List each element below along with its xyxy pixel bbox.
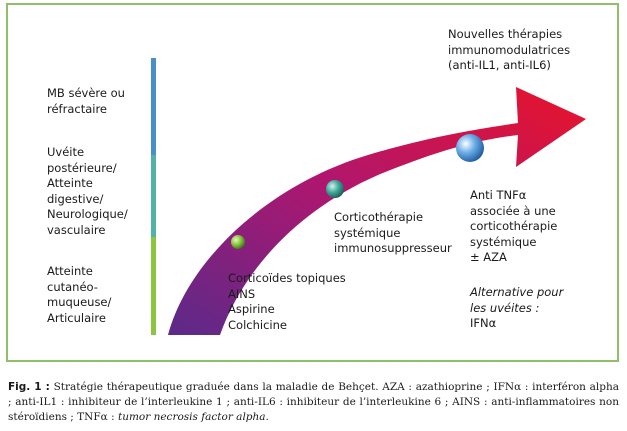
stage2-treatments: Corticothérapie systémique immunosuppres… <box>334 210 452 255</box>
escalation-diagram <box>151 58 586 335</box>
escalation-arrow <box>168 87 586 335</box>
figure-number: Fig. 1 : <box>8 381 50 393</box>
caption-end: . <box>265 411 269 423</box>
severity-label-mucocutaneous: Atteinte cutanéo- muqueuse/ Articulaire <box>47 264 112 325</box>
severity-bar-middle <box>151 155 156 237</box>
stage3-alternative-label: Alternative pour les uvéites : <box>470 285 564 315</box>
severity-label-severe: MB sévère ou réfractaire <box>47 86 125 116</box>
severity-label-uveitis: Uvéite postérieure/ Atteinte digestive/ … <box>47 145 128 237</box>
stage3-marker <box>456 134 484 162</box>
figure-frame: MB sévère ou réfractaire Uvéite postérie… <box>6 3 619 362</box>
figure-caption: Fig. 1 : Stratégie thérapeutique graduée… <box>8 380 619 425</box>
stage3-treatments: Anti TNFα associée à une corticothérapie… <box>470 188 558 264</box>
severity-bar-top <box>151 58 156 155</box>
stage1-treatments: Corticoïdes topiques AINS Aspirine Colch… <box>228 271 346 332</box>
stage4-treatments: Nouvelles thérapies immunomodulatrices (… <box>448 27 571 72</box>
stage3-alternative-drug: IFNα <box>470 316 497 330</box>
stage2-marker <box>326 180 344 198</box>
severity-bar-bottom <box>151 237 156 335</box>
caption-italic-term: tumor necrosis factor alpha <box>117 411 266 423</box>
caption-text: Stratégie thérapeutique graduée dans la … <box>8 381 619 423</box>
stage1-marker <box>231 235 245 249</box>
